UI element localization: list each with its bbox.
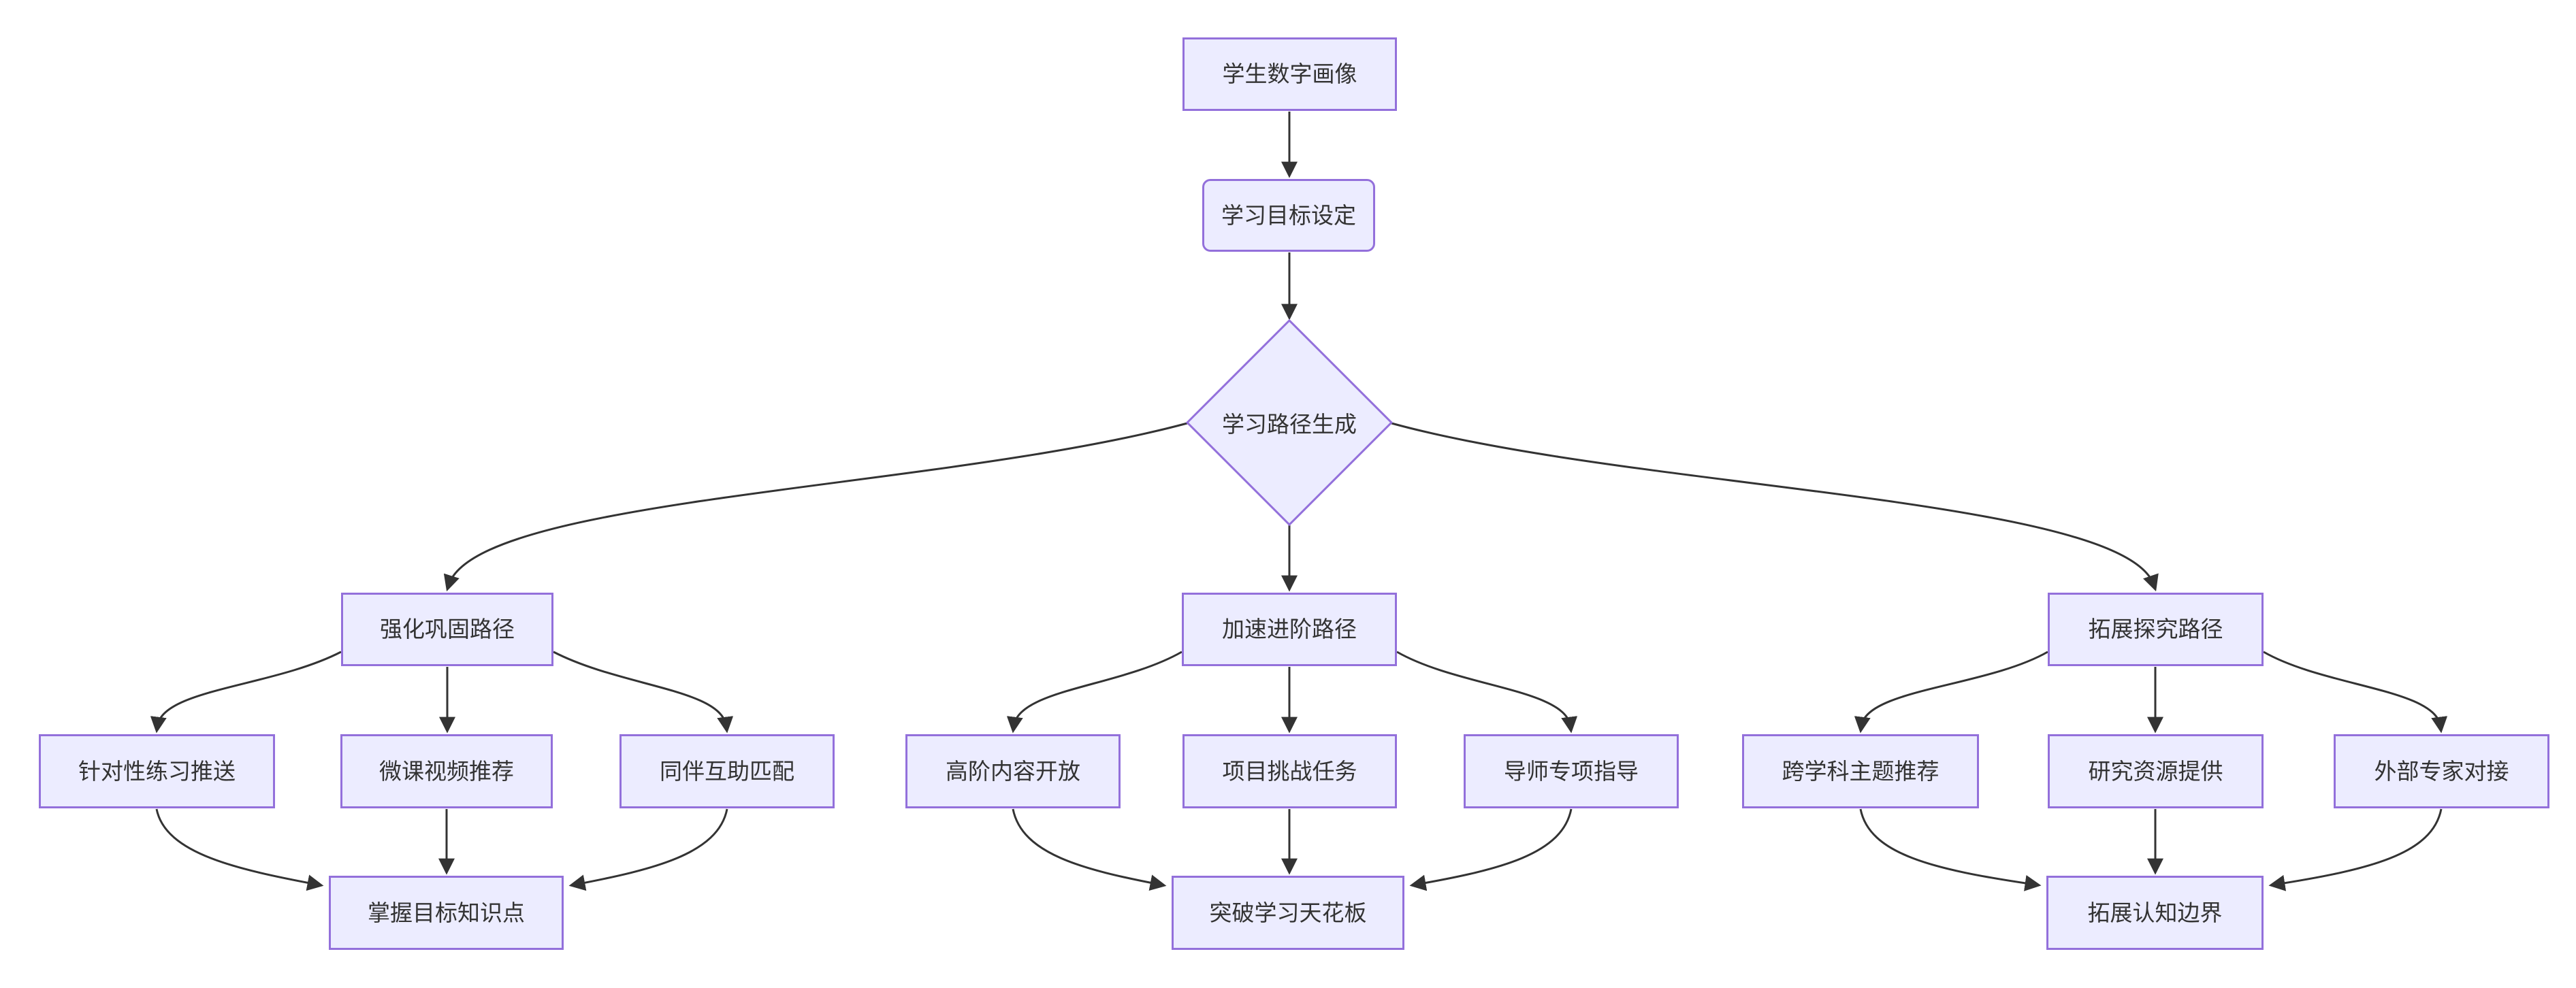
node-project-challenge: 项目挑战任务 [1182, 734, 1397, 808]
node-label: 项目挑战任务 [1222, 757, 1357, 785]
node-label: 针对性练习推送 [78, 757, 236, 785]
edge-path-reinforce-to-peer-matching [553, 651, 734, 734]
node-advanced-content: 高阶内容开放 [905, 734, 1121, 808]
node-path-reinforce: 强化巩固路径 [341, 593, 553, 666]
node-label: 跨学科主题推荐 [1782, 757, 1939, 785]
node-mentor-guidance: 导师专项指导 [1464, 734, 1679, 808]
node-master-knowledge: 掌握目标知识点 [329, 876, 564, 950]
edge-interdisciplinary-to-expand-cognition [1859, 808, 2042, 891]
node-label: 导师专项指导 [1504, 757, 1639, 785]
edge-peer-matching-to-master-knowledge [568, 808, 728, 891]
node-goal-setting: 学习目标设定 [1202, 179, 1375, 252]
node-label: 拓展探究路径 [2088, 616, 2223, 643]
node-label: 加速进阶路径 [1222, 616, 1357, 643]
edge-path-accelerate-to-advanced-content [1006, 651, 1182, 734]
edge-external-experts-to-expand-cognition [2268, 808, 2443, 891]
edge-path-explore-to-interdisciplinary [1854, 651, 2048, 734]
edge-advanced-content-to-break-ceiling [1012, 808, 1167, 891]
node-label: 学习目标设定 [1221, 201, 1356, 229]
node-label: 微课视频推荐 [379, 757, 514, 785]
node-label: 高阶内容开放 [946, 757, 1080, 785]
edge-path-accelerate-to-mentor-guidance [1396, 651, 1578, 734]
node-peer-matching: 同伴互助匹配 [619, 734, 835, 808]
node-research-resources: 研究资源提供 [2048, 734, 2264, 808]
node-path-explore: 拓展探究路径 [2048, 593, 2264, 666]
node-micro-video: 微课视频推荐 [340, 734, 553, 808]
node-expand-cognition: 拓展认知边界 [2046, 876, 2264, 950]
node-label: 强化巩固路径 [380, 616, 515, 643]
node-label: 研究资源提供 [2088, 757, 2223, 785]
node-label: 学习路径生成 [1222, 411, 1357, 438]
node-break-ceiling: 突破学习天花板 [1172, 876, 1404, 950]
node-label: 学生数字画像 [1222, 61, 1357, 88]
node-interdisciplinary: 跨学科主题推荐 [1742, 734, 1979, 808]
node-label: 掌握目标知识点 [368, 899, 525, 926]
node-student-profile: 学生数字画像 [1182, 37, 1397, 111]
node-external-experts: 外部专家对接 [2334, 734, 2549, 808]
edge-path-generation-to-path-reinforce [443, 422, 1188, 592]
edge-path-explore-to-external-experts [2263, 651, 2448, 734]
node-label: 拓展认知边界 [2087, 899, 2223, 926]
node-targeted-practice: 针对性练习推送 [39, 734, 275, 808]
decision-diamond-shape [1185, 318, 1394, 527]
node-path-generation: 学习路径生成 [1187, 386, 1391, 459]
node-label: 突破学习天花板 [1209, 899, 1367, 926]
node-label: 同伴互助匹配 [660, 757, 794, 785]
node-path-accelerate: 加速进阶路径 [1182, 593, 1397, 666]
edge-targeted-practice-to-master-knowledge [155, 808, 324, 891]
edge-path-reinforce-to-targeted-practice [150, 651, 342, 734]
edge-mentor-guidance-to-break-ceiling [1409, 808, 1573, 891]
node-label: 外部专家对接 [2374, 757, 2509, 785]
edge-path-generation-to-path-explore [1391, 422, 2159, 592]
